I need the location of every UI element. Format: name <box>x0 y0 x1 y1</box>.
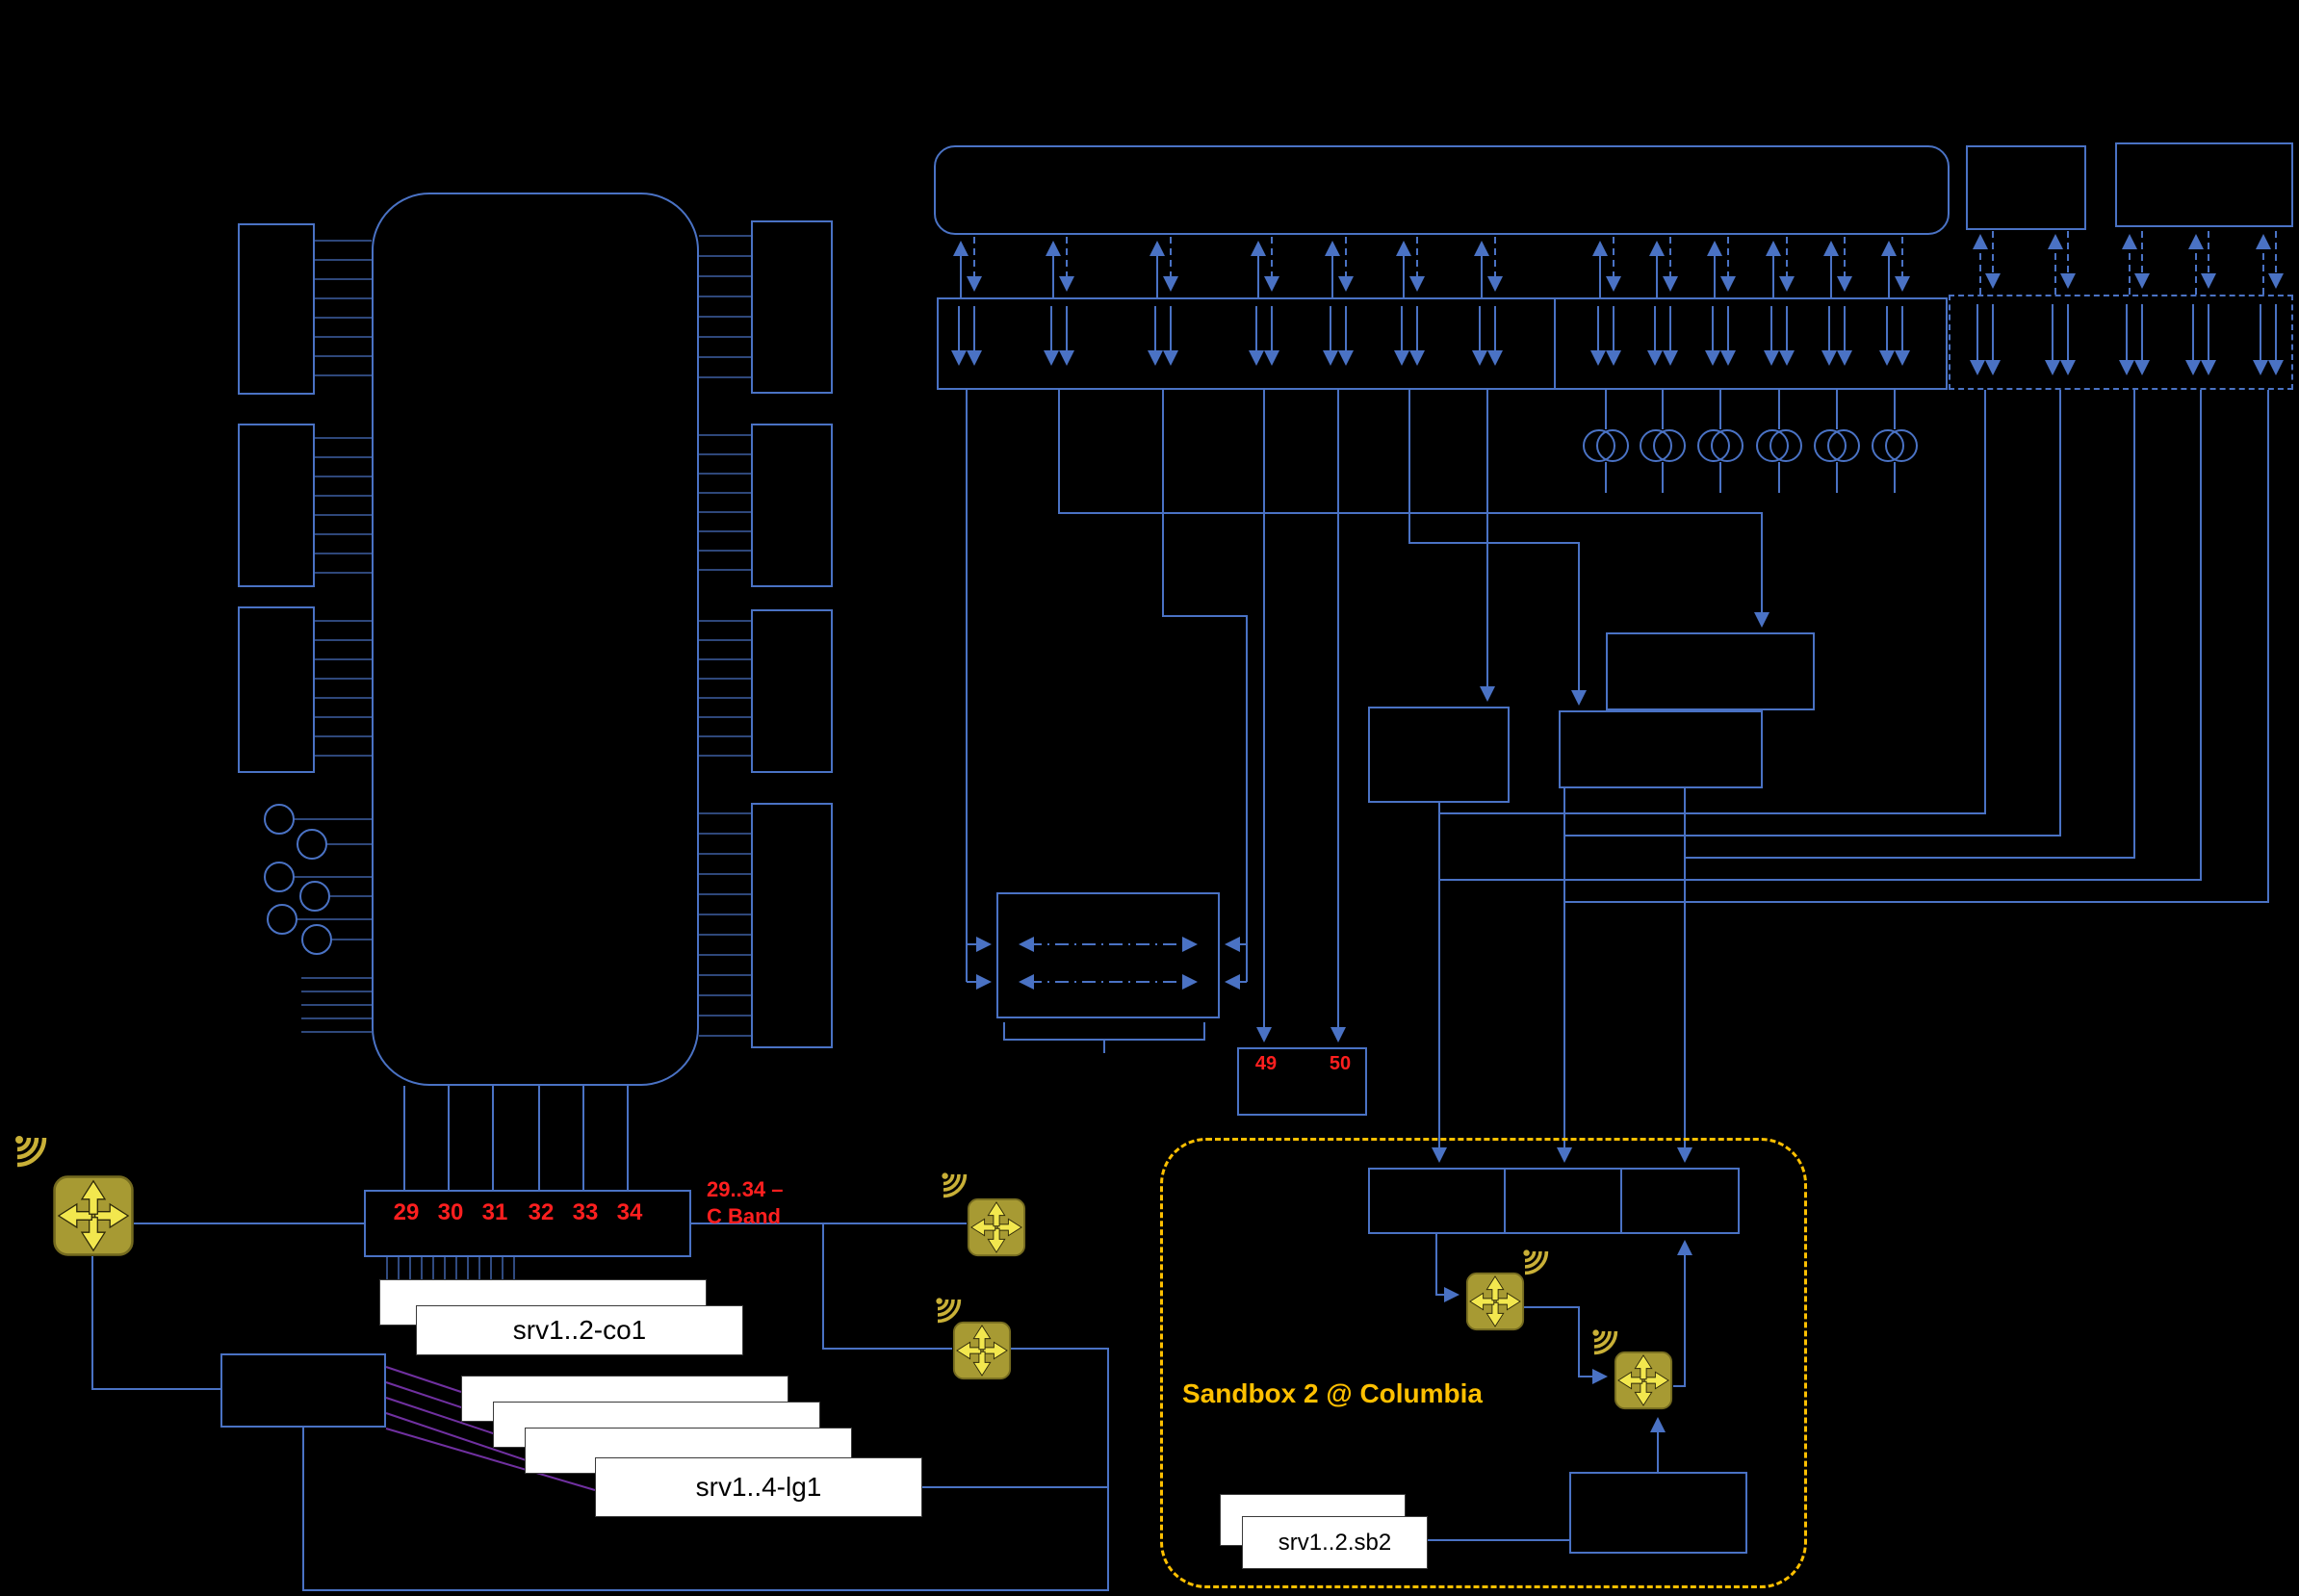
wifi-icon <box>930 1292 976 1338</box>
sandbox-port-bar <box>1368 1168 1740 1234</box>
server-label-co1: srv1..2-co1 <box>512 1315 647 1345</box>
wifi-icon <box>936 1167 982 1213</box>
right-module-4 <box>751 803 833 1048</box>
right-module-1 <box>751 220 833 394</box>
wifi-icon <box>1587 1324 1633 1370</box>
mid-node-b <box>1559 710 1763 788</box>
top-shelf <box>934 145 1950 235</box>
router-icon <box>1465 1272 1525 1331</box>
port-label: 31 <box>481 1199 508 1225</box>
left-module-3 <box>238 606 315 773</box>
sandbox-node <box>1569 1472 1747 1554</box>
port-label: 29 <box>393 1199 420 1225</box>
sandbox-title: Sandbox 2 @ Columbia <box>1182 1378 1484 1408</box>
left-module-1 <box>238 223 315 395</box>
server-box-sb2: srv1..2.sb2 <box>1242 1516 1428 1569</box>
transceiver-bar <box>937 297 1948 390</box>
router-icon <box>1614 1351 1673 1410</box>
port-49-50-box: 49 50 <box>1237 1047 1367 1116</box>
right-routes <box>966 299 2269 1541</box>
c-band-note: 29..34 – C Band <box>707 1176 784 1229</box>
port-label: 30 <box>437 1199 464 1225</box>
patch-box <box>220 1353 386 1428</box>
left-module-2 <box>238 424 315 587</box>
top-right-unit-2 <box>2115 142 2293 227</box>
server-label-lg1: srv1..4-lg1 <box>695 1472 822 1502</box>
mid-node-c <box>1606 632 1815 710</box>
wifi-icon <box>1517 1244 1563 1290</box>
bidi-link-box <box>996 892 1220 1018</box>
port-label: 32 <box>528 1199 555 1225</box>
mid-node-a <box>1368 707 1510 803</box>
router-icon <box>52 1174 135 1257</box>
right-module-3 <box>751 609 833 773</box>
top-right-unit-1 <box>1966 145 2086 230</box>
router-icon <box>967 1197 1026 1257</box>
sandbox-2-region <box>1160 1138 1807 1588</box>
right-module-2 <box>751 424 833 587</box>
dashed-port-group <box>1949 295 2293 390</box>
server-label-sb2: srv1..2.sb2 <box>1278 1529 1392 1556</box>
c-band-note-line2: C Band <box>707 1203 781 1228</box>
server-box-lg1: srv1..4-lg1 <box>595 1457 922 1517</box>
port-label-50: 50 <box>1329 1053 1352 1074</box>
port-label-49: 49 <box>1254 1053 1278 1074</box>
c-band-note-line1: 29..34 – <box>707 1177 784 1201</box>
wifi-icon <box>8 1128 65 1186</box>
server-box-co1: srv1..2-co1 <box>416 1305 743 1355</box>
cband-port-panel: 29 30 31 32 33 34 <box>364 1190 691 1257</box>
port-label: 33 <box>572 1199 599 1225</box>
generated-wires <box>264 231 2284 1282</box>
router-icon <box>952 1321 1012 1380</box>
roadm-chassis <box>372 193 699 1086</box>
port-label: 34 <box>616 1199 643 1225</box>
